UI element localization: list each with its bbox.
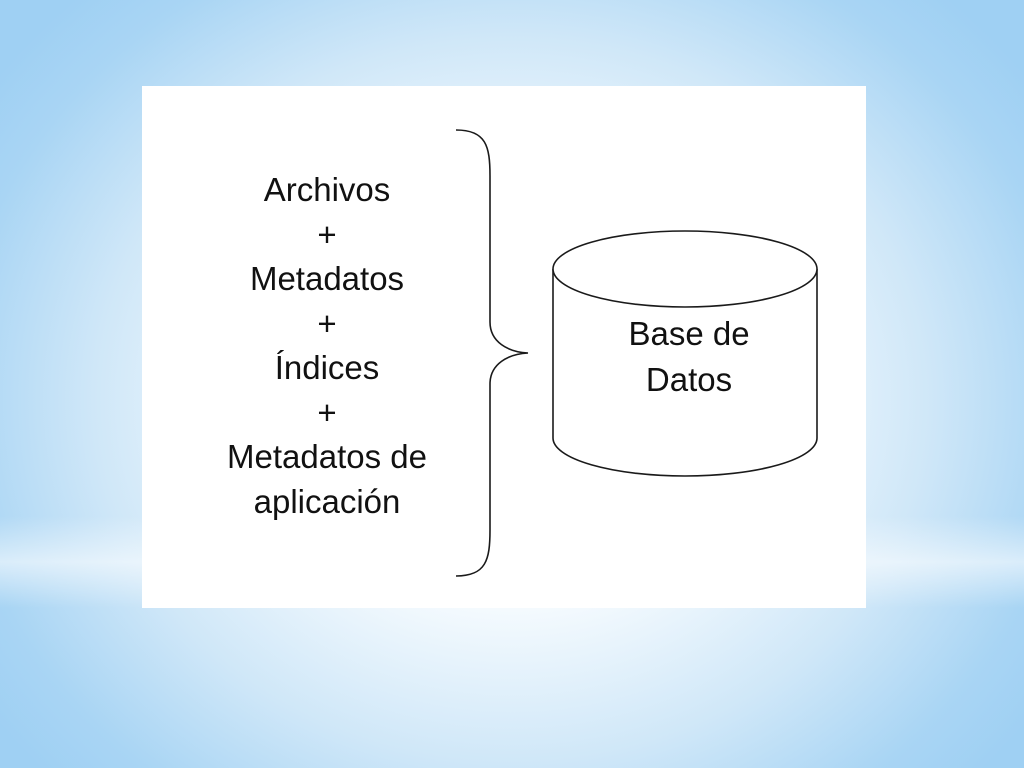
component-metadatos: Metadatos	[249, 260, 405, 297]
component-archivos: Archivos	[263, 171, 391, 208]
component-metadatos-aplicacion-line2: aplicación	[253, 482, 401, 520]
diagram-panel: Archivos + Metadatos + Índices + Metadat…	[142, 86, 866, 608]
database-label-line1: Base de	[628, 315, 750, 352]
database-label-line2: Datos	[645, 361, 733, 398]
database-cylinder-icon	[552, 230, 818, 477]
plus-sign: +	[317, 304, 337, 342]
right-brace-icon	[455, 129, 529, 577]
plus-sign: +	[317, 215, 337, 253]
component-metadatos-aplicacion-line1: Metadatos de	[227, 438, 427, 475]
database-label: Base de Datos	[594, 311, 784, 403]
plus-sign: +	[317, 393, 337, 431]
component-indices: Índices	[274, 349, 380, 386]
diagram-shapes	[455, 129, 818, 577]
components-list: Archivos + Metadatos + Índices + Metadat…	[202, 168, 452, 524]
